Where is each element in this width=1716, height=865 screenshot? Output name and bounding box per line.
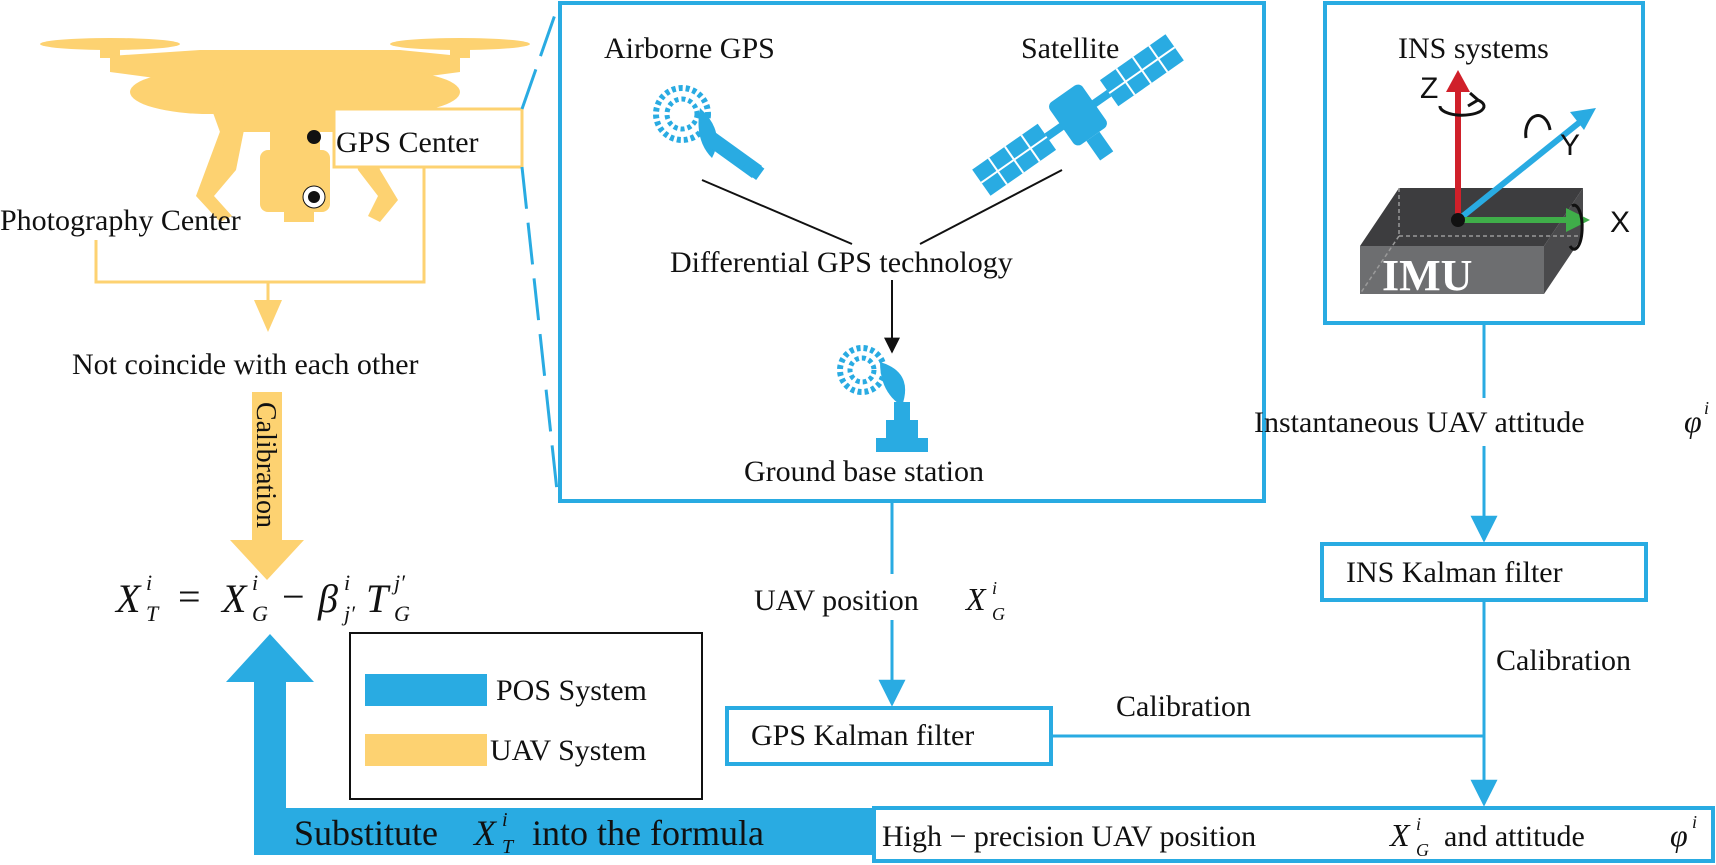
substitute-x-sub: T [502, 836, 515, 858]
legend-label-pos: POS System [496, 674, 647, 707]
formula-beta-sup: i [344, 570, 350, 595]
formula-x-g: X [220, 576, 248, 621]
satellite-icon [972, 34, 1184, 196]
high-precision-phi: φ [1670, 817, 1688, 853]
high-precision-box [872, 806, 1715, 863]
calibration-mid-label: Calibration [1116, 690, 1251, 723]
airborne-gps-label: Airborne GPS [604, 32, 775, 65]
formula-t-g: T [366, 576, 391, 621]
legend-swatch-uav [365, 734, 487, 766]
legend-swatch-pos [365, 674, 487, 706]
high-precision-mid: and attitude [1444, 820, 1585, 853]
formula: X i T = X i G − β i j′ T j′ G [114, 570, 410, 626]
legend-label-uav: UAV System [490, 734, 646, 767]
axis-x-label: X [1610, 206, 1630, 239]
uav-position-text: UAV position [754, 584, 919, 617]
ins-kalman-box [1320, 542, 1648, 602]
calibration-big-arrow [230, 392, 304, 580]
ins-kalman-label: INS Kalman filter [1346, 556, 1563, 589]
high-precision-pre: High − precision UAV position [882, 820, 1256, 853]
uav-position-x-sup: i [992, 578, 997, 598]
substitute-x: X [472, 813, 498, 853]
calibration-vertical-label: Calibration [250, 402, 281, 528]
gps-center-box [332, 107, 524, 169]
axis-z-label: Z [1420, 72, 1438, 105]
formula-x-t-sub: T [146, 601, 160, 626]
formula-x-g-sup: i [252, 570, 258, 595]
formula-beta: β [317, 576, 338, 621]
gps-center-dot [307, 130, 321, 144]
substitute-pre: Substitute [294, 813, 438, 853]
differential-gps-label: Differential GPS technology [670, 246, 1013, 279]
uav-position-x: X [964, 581, 987, 617]
imu-block [1359, 188, 1583, 295]
uav-arrow-head [254, 300, 282, 332]
high-precision-label: High − precision UAV position X i G and … [882, 812, 1697, 860]
ground-station-icon [837, 345, 928, 452]
formula-x-t-sup: i [146, 570, 152, 595]
high-precision-x-sub: G [1416, 840, 1429, 860]
attitude-label-text: Instantaneous UAV attitude [1254, 406, 1585, 439]
substitute-big-arrow [226, 634, 874, 855]
ins-systems-label: INS systems [1398, 32, 1549, 65]
imu-label: IMU [1382, 251, 1472, 300]
high-precision-x-sup: i [1416, 814, 1421, 834]
formula-x-g-sub: G [252, 601, 268, 626]
photo-center-dot [308, 191, 320, 203]
not-coincide-label: Not coincide with each other [72, 348, 419, 381]
calibration-right-label: Calibration [1496, 644, 1631, 677]
substitute-x-sup: i [502, 809, 508, 831]
gps-center-label: GPS Center [336, 126, 479, 159]
imu-axes [1438, 70, 1596, 251]
gps-kalman-label: GPS Kalman filter [751, 719, 974, 752]
high-precision-phi-sup: i [1692, 812, 1697, 832]
formula-beta-sub: j′ [341, 601, 356, 626]
formula-t-g-sup: j′ [391, 570, 406, 595]
attitude-label: Instantaneous UAV attitude φ i [1254, 398, 1709, 439]
formula-t-g-sub: G [394, 601, 410, 626]
substitute-post: into the formula [532, 813, 764, 853]
attitude-phi-sup: i [1704, 398, 1709, 418]
attitude-phi: φ [1684, 403, 1702, 439]
legend-box [349, 632, 703, 800]
gps-kalman-box [725, 706, 1053, 766]
uav-position-label: UAV position X i G [750, 574, 1030, 624]
satellite-label: Satellite [1021, 32, 1119, 65]
ground-station-label: Ground base station [744, 455, 984, 488]
formula-minus: − [282, 574, 305, 619]
substitute-label: Substitute X i T into the formula [294, 809, 764, 858]
formula-equals: = [178, 574, 201, 619]
formula-x-t: X [114, 576, 142, 621]
high-precision-x: X [1388, 817, 1411, 853]
zoom-connector [520, 5, 560, 501]
uav-position-x-sub: G [992, 604, 1005, 624]
photography-center-label: Photography Center [0, 204, 241, 237]
gps-convergence-lines [701, 169, 1063, 245]
airborne-antenna-icon [653, 85, 765, 180]
drone-illustration [40, 38, 530, 222]
axis-y-label: Y [1560, 129, 1580, 162]
